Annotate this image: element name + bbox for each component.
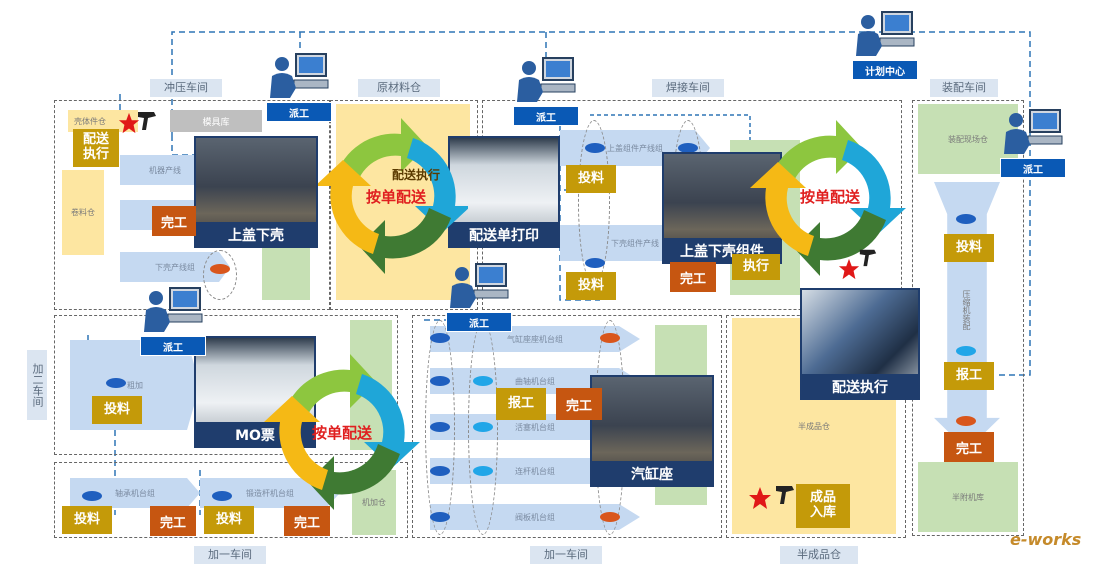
computer-operator-icon [517,57,576,102]
execute-welding: 执行 [732,254,780,280]
complete-stamping: 完工 [152,206,196,236]
cycle-stamping-sublabel: 配送执行 [392,168,441,182]
dot-m1-c5 [600,512,620,522]
report-machining-one: 报工 [496,388,546,420]
dot-assembly-3 [956,416,976,426]
dispatch-label-machining-two: 派工 [140,336,206,356]
dot-m1-a5 [430,512,450,522]
workstation-machining-two: 派工 [140,286,206,356]
cycle-machining-label: 按单配送 [311,424,372,442]
dispatch-label-welding: 派工 [513,106,579,126]
computer-operator-icon [450,263,509,308]
workstation-stamping: 派工 [266,52,332,122]
header-raw-material: 原材料仓 [358,79,440,97]
cycle-machining [264,354,420,510]
scanner-icon [138,112,156,130]
feed-machining-two: 投料 [92,396,142,424]
dot-m1-a4 [430,466,450,476]
plan-center-label: 计划中心 [852,60,918,80]
dot-weld-2 [585,258,605,268]
header-machining-one-left: 加一车间 [194,546,266,564]
dot-m1-a3 [430,422,450,432]
dispatch-label-machining-one: 派工 [446,312,512,332]
header-welding: 焊接车间 [652,79,724,97]
feed-assembly: 投料 [944,234,994,262]
caption-delivery-execution: 配送执行 [800,374,920,400]
workstation-welding: 派工 [513,56,579,126]
feed-welding-1: 投料 [566,165,616,193]
scanner-icon [776,486,794,504]
dot-m2 [106,378,126,388]
workstation-assembly: 派工 [1000,108,1066,178]
coil-store: 卷料仓 [62,170,104,255]
machining-two-zone [54,315,398,455]
header-semi-finished: 半成品仓 [780,546,858,564]
eworks-watermark: e-works [1010,530,1082,549]
dot-m1-c1 [600,333,620,343]
dot-m1-b4 [473,466,493,476]
dot-m1-a2 [430,376,450,386]
star-icon [838,258,860,280]
caption-delivery-print: 配送单打印 [448,222,560,248]
workstation-plan-center: 计划中心 [852,10,918,80]
feed-machining-one-a: 投料 [62,506,112,534]
header-stamping: 冲压车间 [150,79,222,97]
dot-red-stamping [210,264,230,274]
cycle-stamping-label: 按单配送 [365,188,426,206]
star-icon [118,112,140,134]
feed-welding-2: 投料 [566,272,616,300]
workstation-machining-one: 派工 [446,262,512,332]
complete-machining-one-b: 完工 [284,506,330,536]
dispatch-label-assembly: 派工 [1000,158,1066,178]
complete-welding: 完工 [670,262,716,292]
dot-weld-1 [585,143,605,153]
assembly-line-label: 压缩机装配 [962,290,971,330]
dispatch-label-stamping: 派工 [266,102,332,122]
shell-parts-store: 壳体件仓 [68,110,138,132]
caption-cylinder-seat: 汽缸座 [590,461,714,487]
dot-m1l-1 [82,491,102,501]
cycle-welding-label: 按单配送 [799,188,860,206]
motor-store: 半附机库 [918,462,1018,532]
report-assembly: 报工 [944,362,994,390]
cycle-stamping [318,118,468,274]
computer-operator-icon [1004,109,1063,154]
computer-operator-icon [270,53,329,98]
dot-m1-b2 [473,376,493,386]
dot-m1-b3 [473,422,493,432]
header-assembly: 装配车间 [930,79,998,97]
computer-operator-icon [856,11,915,56]
delivery-exec-box: 配送执行 [73,129,119,167]
machining-one-right-zone [412,315,722,538]
ring-m1-a [425,320,455,535]
complete-machining-one: 完工 [556,388,602,420]
feed-machining-one-b: 投料 [204,506,254,534]
dot-m1l-2 [212,491,232,501]
dot-m1-a1 [430,333,450,343]
caption-upper-lower-shell: 上盖下壳 [194,222,318,248]
tool-store: 模具库 [170,110,262,132]
computer-operator-icon [144,287,203,332]
finished-storage-box: 成品入库 [796,484,850,528]
machining-one-left-zone [54,462,408,538]
star-icon [749,487,771,509]
dot-assembly-1 [956,214,976,224]
header-machining-two: 加二车间 [27,350,47,420]
complete-machining-one-a: 完工 [150,506,196,536]
dot-assembly-2 [956,346,976,356]
scanner-icon [859,249,877,267]
dot-weld-3 [678,143,698,153]
cycle-welding [750,120,906,276]
ring-stamping [203,250,237,300]
header-machining-one-right: 加一车间 [530,546,602,564]
complete-assembly: 完工 [944,432,994,462]
